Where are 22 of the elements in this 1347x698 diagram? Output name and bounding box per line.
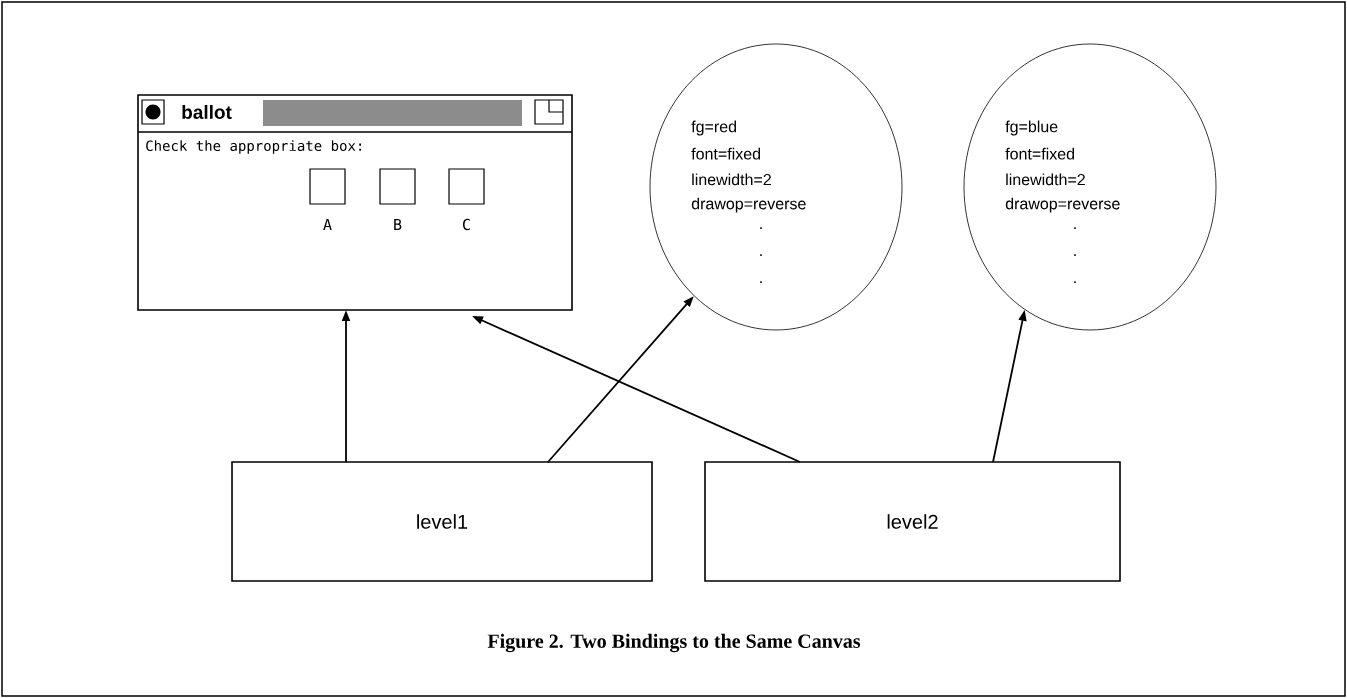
attribute-text: font=fixed (691, 147, 760, 160)
ellipsis-dot: . (1074, 254, 1076, 256)
ellipsis-dot: . (1074, 227, 1076, 229)
level-box: level1 (231, 461, 653, 582)
ellipsis-dot: . (760, 254, 762, 256)
instruction-text: Check the appropriate box: (146, 140, 361, 154)
checkbox-label: C (463, 218, 470, 231)
attribute-text: linewidth=2 (1006, 173, 1085, 186)
window-title: ballot (182, 105, 232, 119)
attribute-text: font=fixed (1005, 147, 1074, 160)
level-box: level2 (704, 461, 1121, 582)
attribute-text: drawop=reverse (1005, 197, 1120, 213)
ellipsis-dot: . (760, 281, 762, 283)
attribute-text: drawop=reverse (691, 197, 806, 213)
ellipsis-dot: . (1074, 281, 1076, 283)
attribute-text: fg=red (691, 120, 736, 136)
ellipsis-dot: . (760, 227, 762, 229)
attribute-text: fg=blue (1005, 120, 1058, 136)
attribute-text: linewidth=2 (692, 173, 771, 186)
checkbox-label: A (323, 219, 332, 230)
checkbox-label: B (394, 219, 402, 230)
figure-caption: Figure 2. Two Bindings to the Same Canvas (487, 633, 861, 653)
